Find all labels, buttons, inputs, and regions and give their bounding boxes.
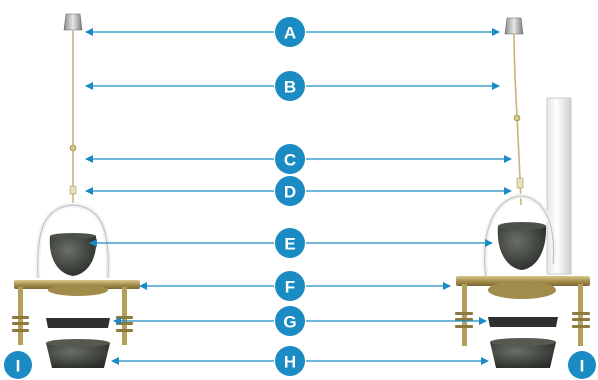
- left-rubber-washer: [46, 318, 110, 328]
- left-tapered-gasket: [46, 343, 110, 368]
- callout-e-label: E: [284, 235, 295, 254]
- callout-h: H: [275, 346, 305, 376]
- left-wire-connector: [69, 144, 77, 152]
- right-rubber-washer: [488, 317, 558, 327]
- right-tapered-gasket: [490, 342, 556, 368]
- callout-i-right: I: [568, 351, 596, 379]
- callout-a-label: A: [284, 24, 296, 43]
- callout-c-label: C: [284, 151, 296, 170]
- right-tank-ball: [497, 226, 547, 270]
- callout-b: B: [275, 71, 305, 101]
- left-knob: [63, 13, 83, 31]
- callout-i-right-label: I: [580, 357, 585, 376]
- callout-arrows: [85, 28, 512, 365]
- callout-e: E: [275, 228, 305, 258]
- right-assembly: [455, 17, 590, 368]
- left-assembly: [12, 13, 140, 368]
- overflow-pipe: [546, 97, 572, 275]
- callout-b-label: B: [284, 78, 296, 97]
- callout-f-label: F: [285, 278, 295, 297]
- callout-d: D: [275, 176, 305, 206]
- left-tank-ball: [49, 236, 97, 276]
- callout-d-label: D: [284, 183, 296, 202]
- right-valve-seat: [456, 276, 590, 286]
- callout-h-label: H: [284, 353, 296, 372]
- right-knob: [504, 17, 524, 35]
- right-lift-wire: [513, 33, 522, 206]
- callout-i-left: I: [4, 351, 32, 379]
- callout-g-label: G: [283, 313, 296, 332]
- callout-i-left-label: I: [16, 357, 21, 376]
- callout-c: C: [275, 144, 305, 174]
- callout-a: A: [275, 17, 305, 47]
- callout-g: G: [275, 306, 305, 336]
- callout-f: F: [275, 271, 305, 301]
